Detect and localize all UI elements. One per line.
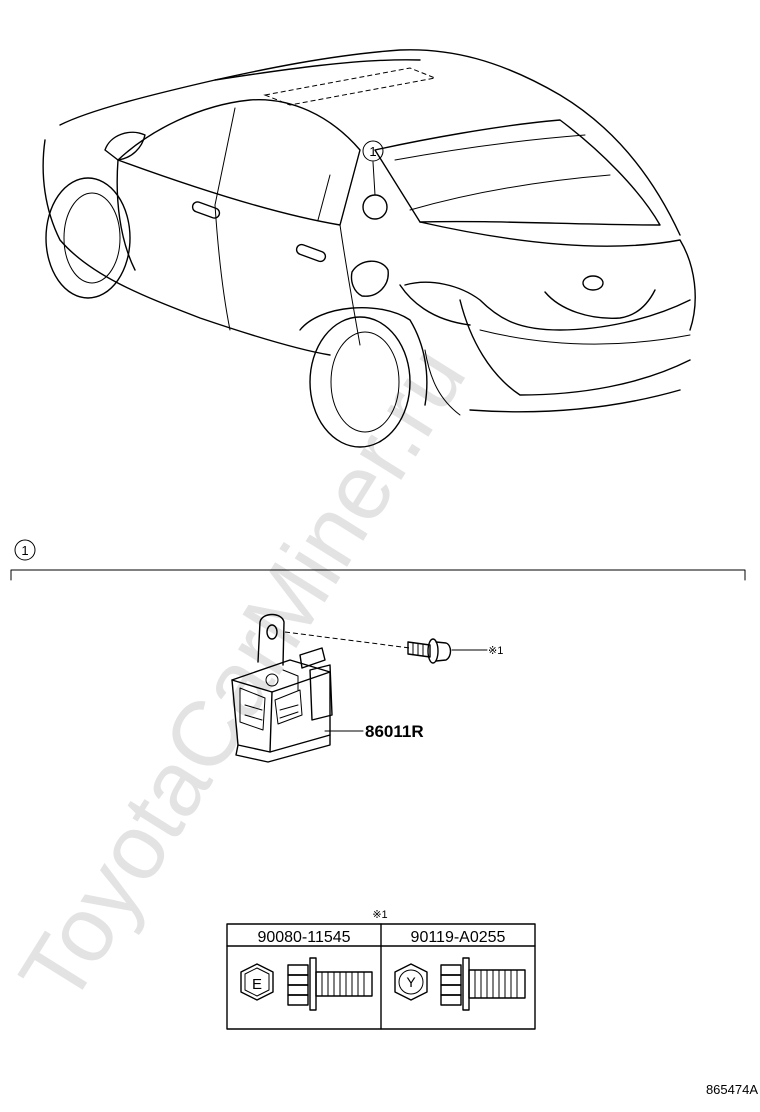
vehicle-callout: 1: [362, 140, 384, 162]
watermark: ToyotaCarMiner.ru: [0, 329, 485, 1020]
bolt-note-mark: ※1: [488, 645, 503, 657]
assembly-line: [284, 631, 411, 649]
table-note-mark: ※1: [372, 909, 387, 921]
relay-module: [231, 613, 333, 763]
section-callout: 1: [14, 539, 36, 561]
table-header-part-1[interactable]: 90080-11545: [257, 929, 350, 946]
bolt-head-mark-y: Y: [406, 974, 416, 990]
bolt-head-y-icon: Y: [394, 963, 428, 1001]
section-bracket: [10, 569, 746, 581]
bolt-table: 90080-11545 90119-A0255 E Y: [226, 923, 536, 1030]
vehicle-illustration: [42, 49, 696, 448]
part-location-marker: [362, 194, 388, 220]
table-header-part-2[interactable]: 90119-A0255: [411, 929, 506, 946]
bolt-head-mark-e: E: [252, 976, 262, 993]
bolt-side-2-icon: [440, 957, 526, 1011]
section-callout-number: 1: [21, 543, 28, 558]
bolt-icon: [407, 638, 488, 664]
bolt-head-e-icon: E: [240, 963, 274, 1001]
figure-id: 865474A: [706, 1082, 758, 1097]
part-number-label[interactable]: 86011R: [365, 722, 424, 741]
vehicle-callout-number: 1: [369, 144, 376, 159]
bolt-side-1-icon: [287, 957, 373, 1011]
